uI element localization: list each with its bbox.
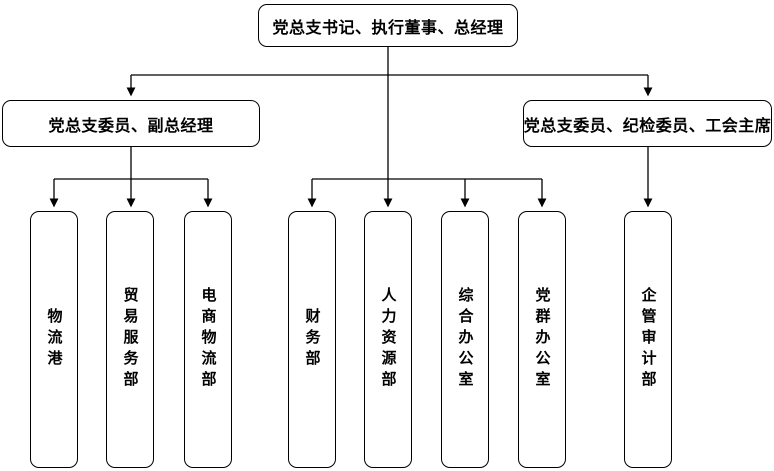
dept-label: 电商物流部	[199, 287, 217, 392]
node-dept-ecommerce-logistics: 电商物流部	[184, 211, 232, 468]
node-dept-audit: 企管审计部	[624, 211, 672, 468]
node-discipline-union-chairman: 党总支委员、纪检委员、工会主席	[523, 100, 772, 147]
dept-label: 贸易服务部	[121, 287, 139, 392]
node-dept-party-masses-office: 党群办公室	[518, 211, 566, 468]
node-deputy-general-manager: 党总支委员、副总经理	[2, 100, 260, 147]
dept-label: 财务部	[303, 308, 321, 371]
dept-label: 物流港	[45, 308, 63, 371]
dept-label: 综合办公室	[456, 287, 474, 392]
node-dept-trade-service: 贸易服务部	[106, 211, 154, 468]
dept-label: 党群办公室	[533, 287, 551, 392]
dept-label: 企管审计部	[639, 287, 657, 392]
dept-label: 人力资源部	[379, 287, 397, 392]
node-dept-finance: 财务部	[288, 211, 336, 468]
node-dept-general-office: 综合办公室	[441, 211, 489, 468]
node-root: 党总支书记、执行董事、总经理	[258, 4, 518, 47]
node-dept-human-resources: 人力资源部	[364, 211, 412, 468]
node-dept-logistics-port: 物流港	[30, 211, 78, 468]
